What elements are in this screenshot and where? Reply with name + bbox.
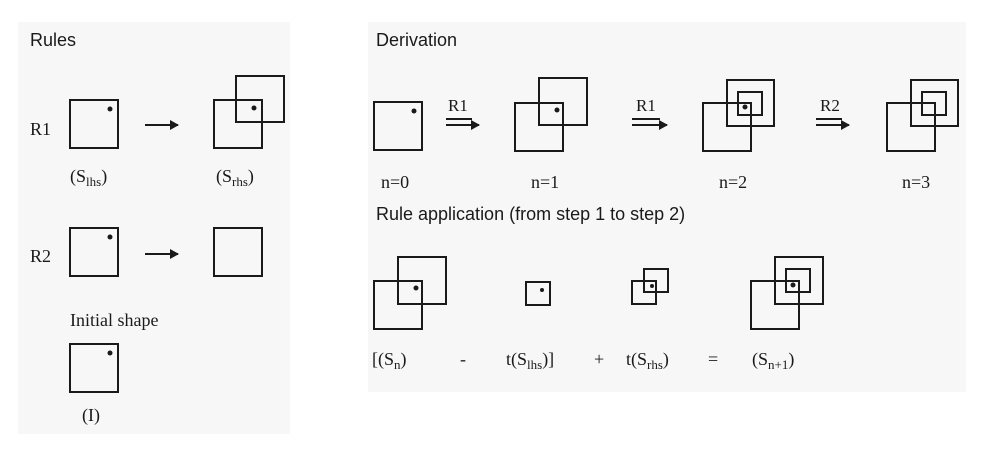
application-t-srhs-shape (631, 268, 669, 305)
application-t-slhs-shape (525, 281, 551, 306)
eq-sn-term: [(Sn) (372, 349, 407, 372)
derivation-arrow-1 (446, 118, 480, 130)
rule-r1 (69, 75, 285, 149)
slhs-label: (Slhs) (70, 166, 107, 189)
derivation-heading: Derivation (376, 30, 457, 50)
step-label-n0: n=0 (381, 172, 409, 192)
initial-shape-symbol: (I) (82, 405, 100, 426)
application-sn-shape (373, 256, 447, 330)
step-label-n2: n=2 (719, 172, 747, 192)
eq-sn-plus-1-term: (Sn+1) (752, 349, 794, 372)
eq-plus: + (594, 349, 604, 369)
rules-heading: Rules (30, 30, 76, 50)
derivation-arrow-2 (632, 118, 668, 130)
derivation-step-0-shape (373, 101, 423, 151)
rule-r2-rhs-shape (213, 227, 263, 277)
srhs-label: (Srhs) (216, 166, 254, 189)
step-label-n1: n=1 (531, 172, 559, 192)
rule-r1-label: R1 (30, 119, 51, 139)
derivation-step-3-shape (886, 79, 959, 152)
eq-t-srhs-term: t(Srhs) (626, 349, 669, 372)
initial-shape-label: Initial shape (70, 310, 158, 330)
derivation-step-2-shape (702, 79, 775, 152)
rule-r2-label: R2 (30, 246, 51, 266)
derivation-arrow-3-label: R2 (820, 96, 840, 115)
eq-t-slhs-term: t(Slhs)] (506, 349, 554, 372)
rule-r2 (69, 227, 263, 277)
step-label-n3: n=3 (902, 172, 930, 192)
eq-minus: - (460, 349, 466, 369)
eq-equals: = (708, 349, 718, 369)
rule-r2-lhs-shape (69, 227, 119, 277)
rule-r1-rhs-shape (213, 75, 285, 149)
derivation-panel-background (368, 22, 966, 392)
rule-r1-lhs-shape (69, 99, 119, 149)
derivation-arrow-2-label: R1 (636, 96, 656, 115)
application-sn-plus-1-shape (750, 256, 824, 330)
derivation-arrow-1-label: R1 (448, 96, 468, 115)
derivation-step-1-shape (514, 77, 588, 152)
initial-shape (69, 343, 119, 393)
derivation-arrow-3 (816, 118, 850, 130)
application-heading: Rule application (from step 1 to step 2) (376, 204, 685, 224)
